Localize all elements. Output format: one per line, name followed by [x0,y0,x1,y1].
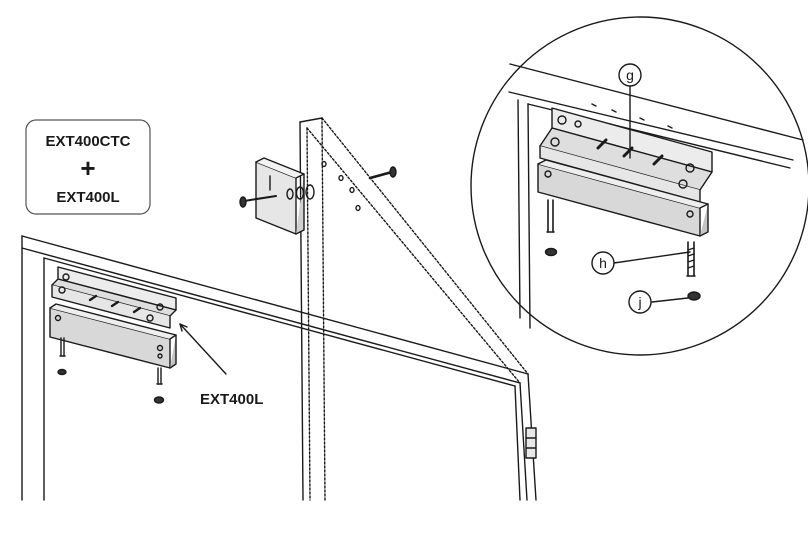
mounting-bracket-left [51,266,177,329]
magnified-inset [470,16,808,356]
armature-plate-assembly [239,157,397,235]
door-frame [21,235,537,501]
product-label-line1: EXT400CTC [45,133,130,150]
callout-circle-j [628,290,652,314]
product-label-line2: EXT400L [56,189,119,206]
product-label-plus: + [80,153,95,183]
door-leaf [299,117,529,501]
callout-label-g: g [626,67,634,83]
screws-left [57,337,165,404]
product-label-box [25,119,151,215]
callout-label-ext400l: EXT400L [200,391,263,408]
callout-label-h: h [599,255,607,271]
door-holes [321,160,361,212]
magnet-body-left [49,303,177,369]
hinge [525,427,537,459]
callout-circle-h [591,251,615,275]
callout-label-j: j [637,294,641,310]
callout-circle-g [618,63,642,87]
callout-arrow-ext400l [179,323,227,375]
